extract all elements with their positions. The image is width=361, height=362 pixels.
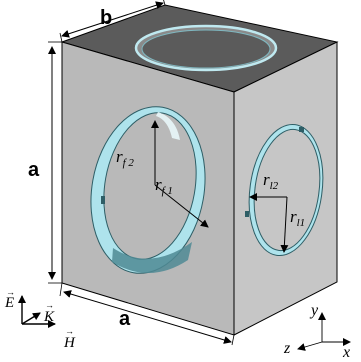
- front-inner-radius-label: rf 1: [155, 175, 173, 197]
- front-ring: [90, 106, 206, 274]
- e-field-label: E: [4, 295, 14, 311]
- dimension-a-height: a: [28, 41, 62, 284]
- z-axis-label: z: [283, 340, 291, 357]
- dimension-a-depth: a: [59, 282, 235, 346]
- dimension-a-height-label: a: [28, 159, 40, 181]
- dimension-b-label: b: [100, 7, 112, 29]
- front-radii: rf 2 rf 1: [116, 120, 209, 228]
- y-axis-label: y: [309, 302, 319, 319]
- x-axis-label: x: [342, 344, 350, 361]
- front-ring-notch: [101, 196, 105, 204]
- side-outer-radius-label: rl2: [263, 170, 279, 192]
- k-vector-label: K: [43, 309, 55, 325]
- dimension-a-depth-label: a: [119, 308, 131, 330]
- coordinate-axes: y x z: [283, 302, 351, 361]
- dimension-b: b: [59, 0, 166, 43]
- front-outer-radius-label: rf 2: [116, 147, 134, 169]
- side-inner-radius-label: rl1: [290, 207, 305, 229]
- side-ring: [245, 123, 324, 257]
- incident-field: E → K → H →: [4, 287, 76, 351]
- h-field-label: H: [63, 335, 76, 351]
- e-vector-mark: →: [6, 287, 15, 297]
- top-ring: [134, 24, 278, 72]
- h-vector-mark: →: [65, 326, 74, 336]
- side-radii: rl2 rl1: [249, 170, 305, 253]
- k-vector-mark: →: [45, 300, 54, 310]
